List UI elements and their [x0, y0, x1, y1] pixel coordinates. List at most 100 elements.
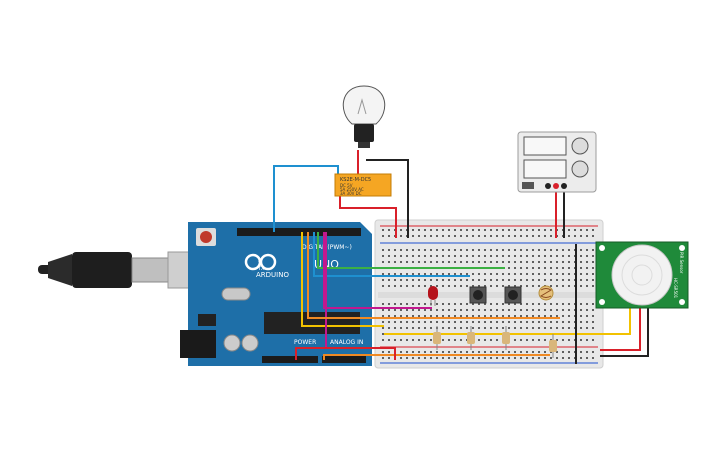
- breadboard-hole[interactable]: [502, 249, 504, 251]
- breadboard-hole[interactable]: [418, 249, 420, 251]
- breadboard-hole[interactable]: [454, 357, 456, 359]
- breadboard-hole[interactable]: [442, 357, 444, 359]
- breadboard-hole[interactable]: [472, 315, 474, 317]
- breadboard-hole[interactable]: [592, 273, 594, 275]
- breadboard-hole[interactable]: [544, 351, 546, 353]
- breadboard-hole[interactable]: [394, 321, 396, 323]
- breadboard-hole[interactable]: [436, 235, 438, 237]
- breadboard-hole[interactable]: [478, 315, 480, 317]
- breadboard-hole[interactable]: [400, 235, 402, 237]
- breadboard-hole[interactable]: [520, 285, 522, 287]
- breadboard-hole[interactable]: [592, 357, 594, 359]
- breadboard-hole[interactable]: [514, 285, 516, 287]
- breadboard-hole[interactable]: [460, 315, 462, 317]
- breadboard-hole[interactable]: [532, 255, 534, 257]
- breadboard-hole[interactable]: [442, 261, 444, 263]
- breadboard-hole[interactable]: [388, 249, 390, 251]
- breadboard-hole[interactable]: [388, 315, 390, 317]
- breadboard-hole[interactable]: [562, 309, 564, 311]
- resistor[interactable]: [433, 326, 441, 350]
- breadboard-hole[interactable]: [388, 309, 390, 311]
- breadboard-hole[interactable]: [430, 357, 432, 359]
- breadboard-hole[interactable]: [418, 273, 420, 275]
- breadboard-hole[interactable]: [568, 229, 570, 231]
- breadboard-hole[interactable]: [592, 235, 594, 237]
- breadboard-hole[interactable]: [382, 249, 384, 251]
- breadboard-hole[interactable]: [388, 285, 390, 287]
- breadboard-hole[interactable]: [442, 315, 444, 317]
- breadboard-hole[interactable]: [556, 357, 558, 359]
- breadboard-hole[interactable]: [448, 279, 450, 281]
- breadboard-hole[interactable]: [508, 321, 510, 323]
- breadboard-hole[interactable]: [448, 261, 450, 263]
- breadboard-hole[interactable]: [460, 321, 462, 323]
- breadboard-hole[interactable]: [460, 309, 462, 311]
- breadboard-hole[interactable]: [496, 321, 498, 323]
- breadboard-hole[interactable]: [526, 339, 528, 341]
- breadboard-hole[interactable]: [424, 321, 426, 323]
- breadboard-hole[interactable]: [472, 261, 474, 263]
- breadboard-hole[interactable]: [580, 229, 582, 231]
- breadboard-hole[interactable]: [586, 267, 588, 269]
- breadboard-hole[interactable]: [580, 267, 582, 269]
- breadboard-hole[interactable]: [484, 229, 486, 231]
- breadboard-hole[interactable]: [436, 261, 438, 263]
- breadboard-hole[interactable]: [562, 267, 564, 269]
- breadboard-hole[interactable]: [466, 351, 468, 353]
- breadboard-hole[interactable]: [502, 261, 504, 263]
- breadboard-hole[interactable]: [466, 321, 468, 323]
- voltage-knob[interactable]: [571, 137, 589, 155]
- breadboard-hole[interactable]: [568, 327, 570, 329]
- breadboard-hole[interactable]: [556, 303, 558, 305]
- breadboard-hole[interactable]: [556, 261, 558, 263]
- breadboard-hole[interactable]: [400, 351, 402, 353]
- breadboard-hole[interactable]: [490, 229, 492, 231]
- breadboard-hole[interactable]: [424, 279, 426, 281]
- breadboard-hole[interactable]: [412, 357, 414, 359]
- breadboard-hole[interactable]: [562, 261, 564, 263]
- breadboard-hole[interactable]: [508, 255, 510, 257]
- breadboard-hole[interactable]: [454, 339, 456, 341]
- breadboard-hole[interactable]: [442, 235, 444, 237]
- breadboard-hole[interactable]: [490, 235, 492, 237]
- breadboard-hole[interactable]: [532, 285, 534, 287]
- breadboard-hole[interactable]: [532, 321, 534, 323]
- breadboard-hole[interactable]: [436, 357, 438, 359]
- breadboard-hole[interactable]: [538, 229, 540, 231]
- breadboard-hole[interactable]: [406, 351, 408, 353]
- breadboard-hole[interactable]: [382, 235, 384, 237]
- breadboard-hole[interactable]: [556, 279, 558, 281]
- breadboard-hole[interactable]: [388, 321, 390, 323]
- breadboard-hole[interactable]: [508, 309, 510, 311]
- breadboard-hole[interactable]: [526, 303, 528, 305]
- breadboard-hole[interactable]: [592, 315, 594, 317]
- breadboard-hole[interactable]: [400, 255, 402, 257]
- breadboard-hole[interactable]: [484, 303, 486, 305]
- breadboard-hole[interactable]: [544, 327, 546, 329]
- breadboard-hole[interactable]: [448, 255, 450, 257]
- breadboard-hole[interactable]: [454, 229, 456, 231]
- breadboard-hole[interactable]: [586, 321, 588, 323]
- breadboard-hole[interactable]: [580, 249, 582, 251]
- breadboard-hole[interactable]: [532, 309, 534, 311]
- breadboard-hole[interactable]: [454, 261, 456, 263]
- breadboard-hole[interactable]: [484, 315, 486, 317]
- breadboard-hole[interactable]: [442, 327, 444, 329]
- breadboard-hole[interactable]: [388, 261, 390, 263]
- breadboard-hole[interactable]: [412, 351, 414, 353]
- breadboard-hole[interactable]: [406, 261, 408, 263]
- breadboard-hole[interactable]: [562, 249, 564, 251]
- breadboard-hole[interactable]: [556, 255, 558, 257]
- breadboard-hole[interactable]: [502, 235, 504, 237]
- breadboard-hole[interactable]: [412, 339, 414, 341]
- breadboard-hole[interactable]: [448, 315, 450, 317]
- breadboard-hole[interactable]: [550, 229, 552, 231]
- breadboard-hole[interactable]: [478, 309, 480, 311]
- breadboard-hole[interactable]: [400, 321, 402, 323]
- breadboard-hole[interactable]: [406, 315, 408, 317]
- breadboard-hole[interactable]: [436, 249, 438, 251]
- breadboard-hole[interactable]: [472, 229, 474, 231]
- push-button-1[interactable]: [469, 286, 487, 304]
- breadboard-hole[interactable]: [532, 315, 534, 317]
- breadboard-hole[interactable]: [448, 229, 450, 231]
